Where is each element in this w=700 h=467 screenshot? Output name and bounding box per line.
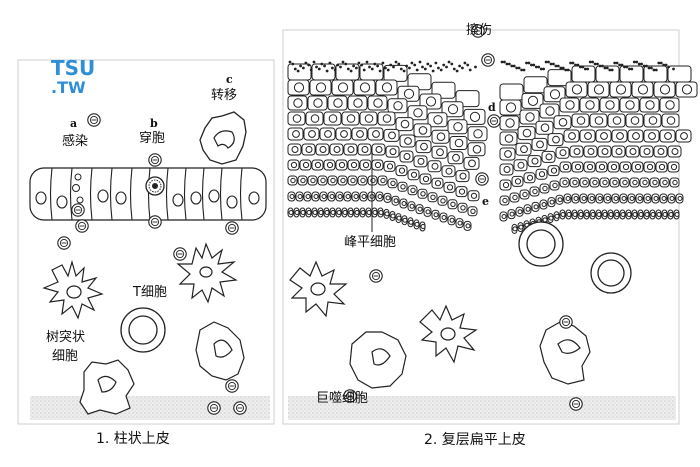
antigen-particle [149, 154, 161, 166]
logo-top-text: TSU [51, 56, 95, 80]
dendritic-cell-right-2 [420, 306, 476, 362]
squamous-cell [500, 84, 523, 100]
label-t-cell: T细胞 [133, 286, 167, 299]
antigen-particle [88, 114, 100, 126]
label-a-letter: a [70, 118, 77, 129]
dendritic-cell-right-1 [290, 262, 346, 316]
label-microfold-cell: 峰平细胞 [344, 236, 396, 249]
label-macrophage: 巨噬细胞 [316, 392, 368, 405]
site-logo: TSU .TW [49, 56, 95, 98]
antigen-particle [560, 316, 572, 328]
antigen-particle [234, 402, 246, 414]
antigen-particle [58, 237, 70, 249]
label-transcytosis: 穿胞 [139, 132, 165, 145]
squamous-cell [384, 65, 407, 81]
label-abrasion: 擦伤 [466, 24, 492, 37]
label-infection: 感染 [62, 135, 88, 148]
label-dendritic-line1: 树突状 [46, 331, 85, 344]
antigen-particle [482, 54, 494, 66]
label-migration: 转移 [211, 89, 237, 102]
macrophage-left-2 [196, 322, 244, 380]
antigen-particle [149, 216, 161, 228]
squamous-cell [644, 66, 667, 82]
antigen-particle [226, 380, 238, 392]
antigen-particle [226, 222, 238, 234]
antigen-particle [174, 248, 186, 260]
dendritic-cell-mid [178, 244, 236, 302]
stratified-epithelium [288, 61, 697, 233]
caption-stratified: 2. 复层扁平上皮 [424, 433, 526, 447]
antigen-particle [208, 402, 220, 414]
antigen-particle [476, 173, 488, 185]
antigen-particle [488, 115, 500, 127]
label-c-letter: c [226, 74, 233, 85]
t-cell [121, 308, 165, 352]
lymphocyte-right-2 [591, 253, 631, 293]
lymphocyte-right-1 [519, 222, 563, 266]
macrophage-left-1 [80, 360, 134, 414]
antigen-particle [76, 220, 88, 232]
label-e-letter: e [482, 196, 489, 207]
label-dendritic-line2: 细胞 [52, 350, 78, 363]
migrating-cell [200, 112, 246, 164]
transcytosis-vesicle [146, 177, 164, 195]
squamous-cell [572, 66, 595, 82]
logo-bottom-text: .TW [51, 78, 86, 97]
caption-columnar: 1. 柱状上皮 [96, 432, 170, 446]
label-d-letter: d [488, 102, 496, 113]
macrophage-right-2 [540, 322, 590, 384]
antigen-particle [370, 270, 382, 282]
macrophage-right-1 [350, 332, 406, 388]
antigen-particle [72, 204, 84, 216]
dendritic-cell-left [44, 262, 102, 318]
label-b-letter: b [150, 118, 158, 129]
squamous-cell [668, 66, 691, 82]
antigen-particle [570, 398, 582, 410]
